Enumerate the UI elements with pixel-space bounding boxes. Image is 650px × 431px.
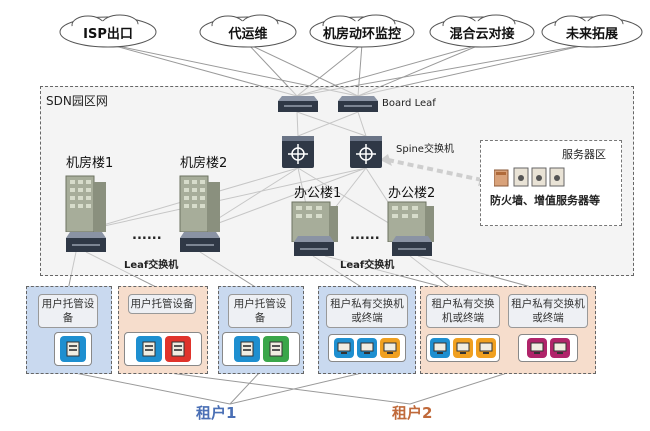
server-icon <box>262 336 289 362</box>
ellipsis-dc: ...... <box>132 228 162 243</box>
ellipsis-office: ...... <box>350 228 380 243</box>
leaf-label-office: Leaf交换机 <box>340 260 395 271</box>
device-box <box>328 334 406 362</box>
device-box <box>124 332 202 366</box>
server-icon <box>233 336 260 362</box>
leaf-switch <box>294 236 334 256</box>
leaf-switch <box>392 236 432 256</box>
device-box <box>518 334 578 362</box>
cloud-label: 混合云对接 <box>449 26 515 42</box>
cloud-label: 代运维 <box>228 26 268 42</box>
spine-switch <box>350 136 382 168</box>
server-icon <box>135 336 162 362</box>
server-icon <box>60 336 86 362</box>
device-box <box>222 332 300 366</box>
spine-switch <box>282 136 314 168</box>
building-icon <box>176 172 224 233</box>
terminal-icon <box>430 338 450 358</box>
cloud-isp: ISP出口 <box>58 14 158 50</box>
terminal-icon <box>476 338 496 358</box>
building-label-office2: 办公楼2 <box>388 186 436 201</box>
building-icon <box>288 198 340 243</box>
terminal-icon <box>526 338 547 358</box>
leaf-switch <box>66 232 106 252</box>
tenant-2-label: 租户2 <box>392 404 433 422</box>
terminal-icon <box>357 338 377 358</box>
building-icon <box>384 198 436 243</box>
building-icon <box>62 172 110 233</box>
cloud-hybrid: 混合云对接 <box>428 14 536 50</box>
terminal-icon <box>549 338 570 358</box>
device-box <box>426 334 500 362</box>
cloud-label: 未来拓展 <box>565 26 618 42</box>
cloud-future: 未来拓展 <box>540 14 644 50</box>
board-leaf-switch <box>278 96 318 112</box>
building-label-dc1: 机房楼1 <box>66 156 114 171</box>
cloud-label: ISP出口 <box>83 26 133 42</box>
hosted-box-label: 用户托管设备 <box>228 294 292 328</box>
terminal-icon <box>453 338 473 358</box>
device-box <box>54 332 92 366</box>
server-zone-title: 服务器区 <box>562 148 606 161</box>
private-box-label: 租户私有交换机或终端 <box>426 294 500 328</box>
leaf-label-dc: Leaf交换机 <box>124 260 179 271</box>
private-box-label: 租户私有交换机或终端 <box>508 294 588 328</box>
building-label-dc2: 机房楼2 <box>180 156 228 171</box>
server-rack-icon <box>493 166 574 188</box>
server-icon <box>164 336 191 362</box>
terminal-icon <box>380 338 400 358</box>
terminal-icon <box>334 338 354 358</box>
board-leaf-switch <box>338 96 378 112</box>
board-leaf-label: Board Leaf <box>382 98 436 109</box>
building-label-office1: 办公楼1 <box>294 186 342 201</box>
leaf-switch <box>180 232 220 252</box>
sdn-zone-label: SDN园区网 <box>46 94 108 108</box>
server-zone-desc: 防火墙、增值服务器等 <box>490 194 600 207</box>
hosted-box-label: 用户托管设备 <box>38 294 98 328</box>
tenant-1-label: 租户1 <box>196 404 237 422</box>
hosted-box-label: 用户托管设备 <box>128 294 196 314</box>
cloud-ops: 代运维 <box>198 14 298 50</box>
private-box-label: 租户私有交换机或终端 <box>326 294 408 328</box>
cloud-label: 机房动环监控 <box>322 26 401 42</box>
spine-label: Spine交换机 <box>396 144 454 155</box>
cloud-monitor: 机房动环监控 <box>308 14 416 50</box>
